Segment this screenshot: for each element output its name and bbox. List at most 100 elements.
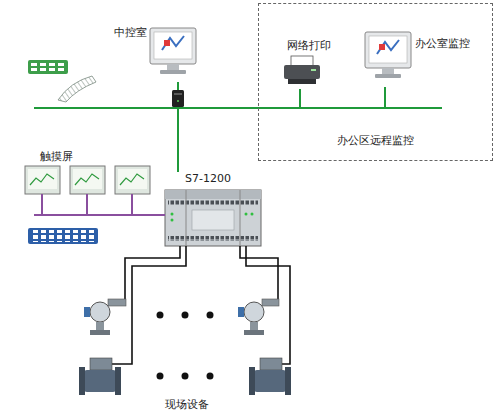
ellipsis-dots-part bbox=[157, 373, 164, 380]
plc-body-part bbox=[251, 213, 254, 216]
node-heading: 办公室监控 bbox=[415, 37, 501, 51]
bus-logo bbox=[28, 228, 98, 244]
touch-screens-part bbox=[28, 169, 57, 189]
node-heading: S7-1200 bbox=[185, 172, 231, 186]
ellipsis-dots-part bbox=[207, 312, 214, 319]
plc-body-part bbox=[245, 213, 248, 216]
network-cable bbox=[132, 202, 165, 215]
plc-node: S7-1200 bbox=[165, 172, 265, 248]
office-pc-part bbox=[379, 44, 385, 50]
flow-meter-part bbox=[260, 358, 282, 370]
network-logo bbox=[28, 60, 96, 102]
flow-meter-part bbox=[84, 370, 116, 392]
pressure-transmitter-part bbox=[90, 302, 110, 322]
control-pc bbox=[150, 28, 196, 74]
network-switch-part bbox=[174, 93, 182, 95]
touch-screens-part bbox=[73, 169, 102, 189]
network-logo-part bbox=[58, 63, 64, 66]
field-wiring-part bbox=[125, 246, 180, 300]
touch-screens-part bbox=[70, 166, 105, 194]
bus-logo-part bbox=[28, 228, 98, 244]
printer-part bbox=[288, 79, 316, 84]
flow-meter-part bbox=[90, 358, 112, 370]
touch-screens bbox=[25, 166, 150, 194]
pressure-transmitter-part bbox=[90, 330, 110, 335]
pressure-transmitter-part bbox=[244, 330, 264, 335]
plc-body-part bbox=[171, 213, 174, 216]
pressure-transmitter-part bbox=[250, 322, 258, 330]
flow-meter-part bbox=[115, 367, 121, 395]
field-wiring bbox=[112, 246, 290, 364]
plc-body-part bbox=[186, 190, 187, 246]
printer-part bbox=[291, 56, 313, 66]
hmi-bus-part bbox=[34, 214, 132, 216]
network-switch-part bbox=[172, 90, 184, 107]
touchscreen-node: 触摸屏 bbox=[20, 150, 160, 202]
touch-screens-part bbox=[30, 174, 54, 185]
node-heading: 中控室 bbox=[114, 26, 147, 40]
network-logo-part bbox=[31, 68, 37, 71]
office-pc-part bbox=[369, 36, 407, 63]
network-logo-part bbox=[31, 63, 37, 66]
pressure-transmitter-part bbox=[108, 299, 126, 306]
office-pc-part bbox=[377, 40, 399, 54]
touch-screens-part bbox=[25, 166, 60, 194]
control-pc-part bbox=[167, 64, 179, 70]
pressure-transmitter-part bbox=[96, 322, 104, 330]
plc-body-part bbox=[240, 190, 241, 246]
printer-node: 网络打印 bbox=[279, 37, 353, 89]
plc-body-part bbox=[171, 219, 174, 222]
control-pc-part bbox=[160, 70, 186, 74]
network-cable bbox=[178, 82, 300, 108]
pressure-transmitter-part bbox=[238, 307, 244, 317]
hmi-bus bbox=[34, 194, 132, 215]
office-pc-part bbox=[365, 32, 411, 68]
network-logo-part bbox=[40, 63, 46, 66]
touch-screens-part bbox=[120, 174, 144, 185]
network-logo-part bbox=[58, 68, 64, 71]
hmi-bus-part bbox=[86, 194, 88, 215]
ethernet-bus-part bbox=[385, 107, 442, 109]
area-label: 现场设备 bbox=[165, 398, 209, 412]
flow-meter-part bbox=[249, 367, 255, 395]
node-heading: 网络打印 bbox=[287, 39, 361, 53]
office-pc-part bbox=[382, 68, 394, 74]
pressure-transmitter-part bbox=[244, 302, 264, 322]
ethernet-bus-part bbox=[34, 107, 178, 109]
plc-body-part bbox=[168, 200, 258, 205]
control-pc-part bbox=[162, 36, 184, 50]
ellipsis-dots bbox=[157, 312, 214, 380]
ellipsis-dots-part bbox=[207, 373, 214, 380]
network-logo-part bbox=[28, 60, 68, 74]
flow-meter-part bbox=[79, 367, 85, 395]
hmi-bus-part bbox=[131, 194, 133, 203]
network-switch bbox=[172, 90, 184, 107]
network-cable bbox=[178, 82, 385, 108]
control-pc-part bbox=[154, 32, 192, 59]
office-pc-part bbox=[375, 74, 401, 78]
network-logo-part bbox=[49, 63, 55, 66]
control-pc-part bbox=[150, 28, 196, 64]
flow-meter-part bbox=[285, 367, 291, 395]
network-logo-part bbox=[49, 68, 55, 71]
hmi-bus-part bbox=[41, 194, 43, 215]
pressure-transmitter bbox=[84, 299, 126, 335]
plc-body-part bbox=[165, 190, 261, 199]
office-pc bbox=[365, 32, 411, 78]
pressure-transmitter-part bbox=[262, 299, 279, 306]
pressure-transmitter-part bbox=[84, 307, 90, 317]
plc-body-part bbox=[192, 210, 234, 230]
touch-screens-part bbox=[118, 169, 147, 189]
touch-screens-part bbox=[75, 174, 99, 185]
touch-screens-part bbox=[115, 166, 150, 194]
remote-office-zone: 办公区远程监控网络打印办公室监控 bbox=[258, 3, 493, 161]
office-monitor-node: 办公室监控 bbox=[363, 29, 501, 87]
node-heading: 办公区远程监控 bbox=[259, 134, 492, 148]
printer-part bbox=[311, 69, 316, 71]
flow-meter bbox=[79, 358, 121, 395]
control-room-node: 中控室 bbox=[112, 24, 204, 82]
